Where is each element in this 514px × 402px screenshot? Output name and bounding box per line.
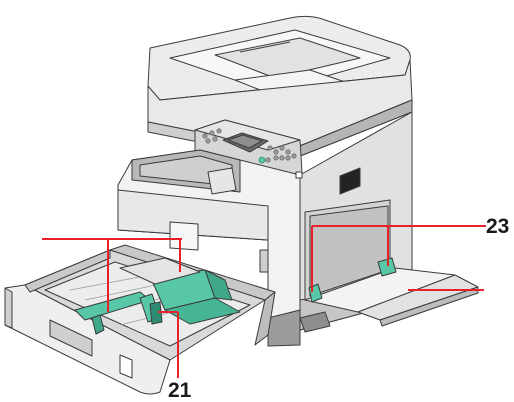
leader-lines — [42, 225, 486, 378]
paper-cassette — [4, 244, 276, 395]
multipurpose-tray — [299, 199, 479, 333]
callout-number-21: 21 — [168, 379, 192, 402]
callout-number-23: 23 — [486, 215, 510, 238]
